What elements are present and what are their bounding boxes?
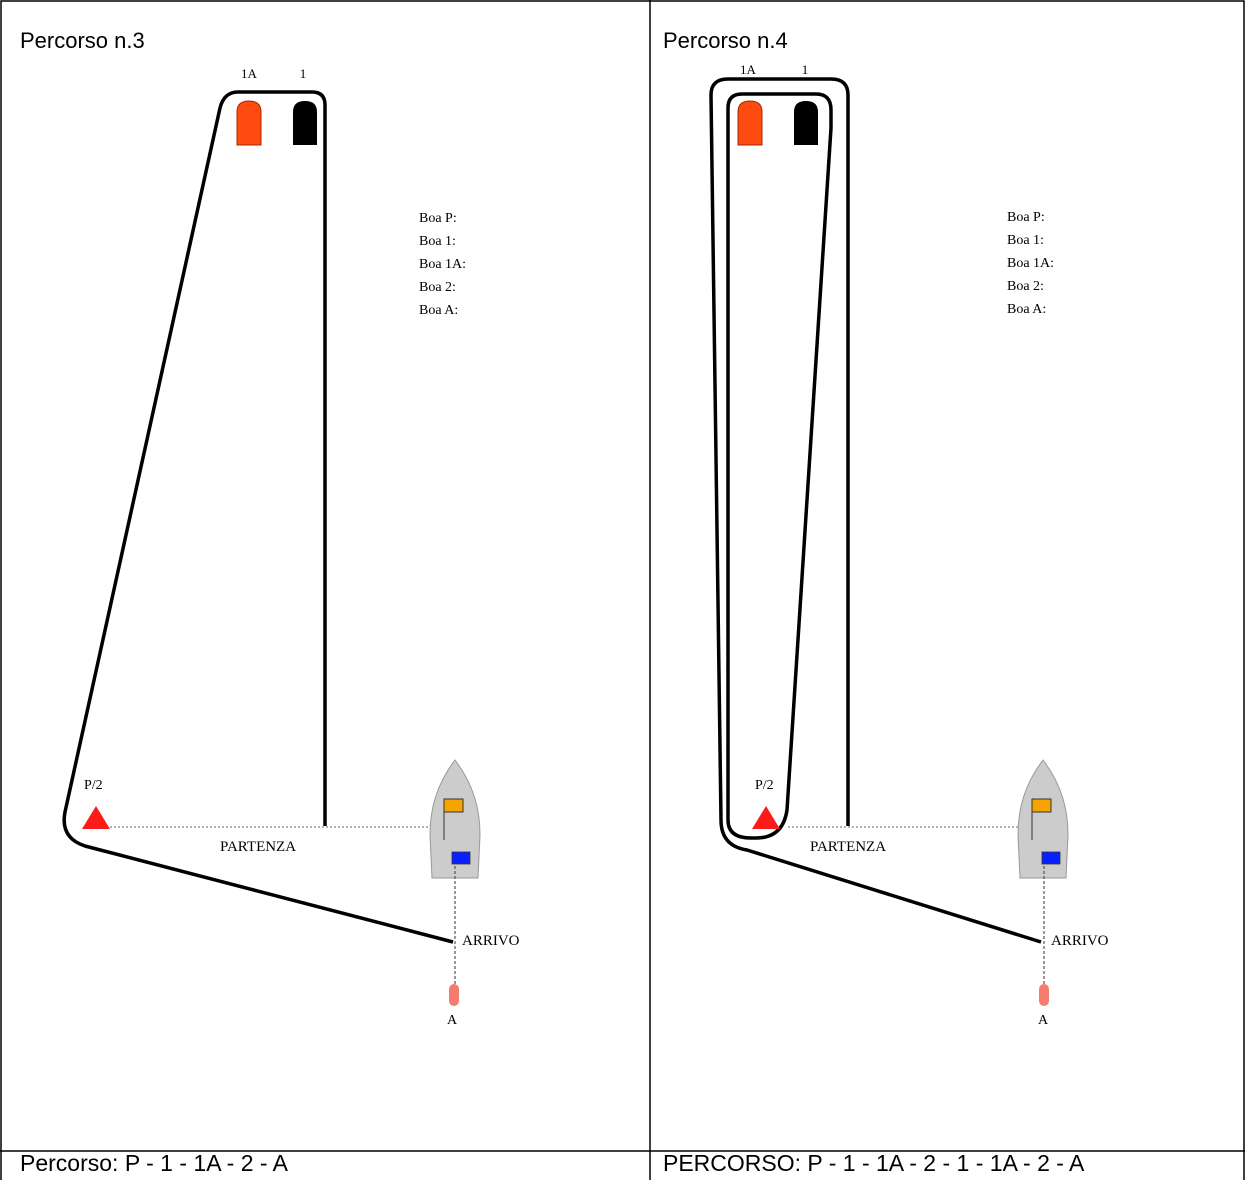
legend-item: Boa P: <box>1007 210 1045 225</box>
panel-1-title: Percorso n.3 <box>20 28 145 53</box>
mark-legend-3: Boa P: Boa 1: Boa 1A: Boa 2: Boa A: <box>419 211 466 318</box>
mark-1-4 <box>794 101 818 145</box>
legend-item: Boa A: <box>1007 302 1046 317</box>
panel-2-title: Percorso n.4 <box>663 28 788 53</box>
finish-mark-3 <box>449 984 459 1006</box>
start-line-label: PARTENZA <box>220 839 296 855</box>
legend-item: Boa 2: <box>419 280 456 295</box>
start-mark-label: P/2 <box>755 778 774 793</box>
committee-boat-4 <box>1017 759 1069 879</box>
mark-1-label: 1 <box>300 66 307 81</box>
blue-flag-4 <box>1041 851 1061 865</box>
legend-item: Boa P: <box>419 211 457 226</box>
legend-item: Boa 1: <box>1007 233 1044 248</box>
panel-2-caption: PERCORSO: P - 1 - 1A - 2 - 1 - 1A - 2 - … <box>663 1150 1085 1176</box>
legend-item: Boa 2: <box>1007 279 1044 294</box>
mark-1-3 <box>293 101 317 145</box>
panel-1-caption: Percorso: P - 1 - 1A - 2 - A <box>20 1150 289 1176</box>
course-route-4-outer <box>709 77 1042 944</box>
mark-legend-4: Boa P: Boa 1: Boa 1A: Boa 2: Boa A: <box>1007 210 1054 317</box>
mark-1a-label: 1A <box>740 62 757 77</box>
finish-mark-label: A <box>447 1013 458 1028</box>
legend-item: Boa A: <box>419 303 458 318</box>
finish-mark-4 <box>1039 984 1049 1006</box>
course-route-4-inner <box>726 92 833 840</box>
mark-1-label: 1 <box>802 62 809 77</box>
course-route-3 <box>62 90 454 944</box>
orange-flag-4 <box>1031 798 1052 813</box>
course-diagram-3: 1A 1 P/2 A PARTENZA ARRIVO Boa P: Boa 1:… <box>62 66 520 1028</box>
mark-1a-label: 1A <box>241 66 258 81</box>
legend-item: Boa 1A: <box>1007 256 1054 271</box>
orange-flag-3 <box>443 798 464 813</box>
start-mark-3 <box>82 806 110 829</box>
blue-flag-3 <box>451 851 471 865</box>
finish-line-label: ARRIVO <box>1051 933 1109 949</box>
start-mark-4 <box>752 806 780 829</box>
mark-1a-4 <box>737 100 763 146</box>
mark-1a-3 <box>236 100 262 146</box>
finish-mark-label: A <box>1038 1013 1049 1028</box>
legend-item: Boa 1A: <box>419 257 466 272</box>
start-line-label: PARTENZA <box>810 839 886 855</box>
legend-item: Boa 1: <box>419 234 456 249</box>
course-diagram-4: 1A 1 P/2 A PARTENZA ARRIVO Boa P: Boa 1:… <box>709 62 1109 1028</box>
start-mark-label: P/2 <box>84 778 103 793</box>
finish-line-label: ARRIVO <box>462 933 520 949</box>
